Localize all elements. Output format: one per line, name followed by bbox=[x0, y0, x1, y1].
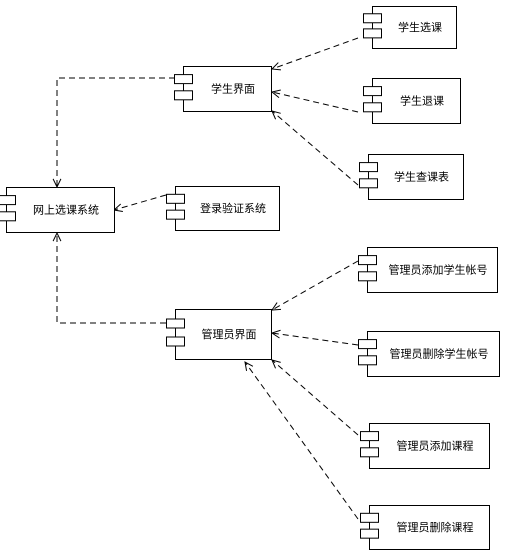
open-arrowhead bbox=[112, 203, 123, 213]
dependency-line bbox=[244, 361, 359, 520]
component-box bbox=[372, 6, 457, 49]
dependency-line bbox=[271, 332, 359, 346]
component-label: 管理员添加课程 bbox=[397, 439, 474, 453]
component-tab-icon bbox=[166, 193, 185, 204]
component-wangshang-xuanke-xitong: 网上选课系统 bbox=[0, 187, 115, 233]
dependency-line bbox=[56, 233, 166, 324]
component-box bbox=[367, 331, 500, 377]
dependency-guanliyuan-shanchu-kecheng-to-guanliyuan-jiemian bbox=[244, 361, 359, 520]
dependency-line bbox=[271, 359, 359, 436]
dependency-guanliyuan-shanchu-xuesheng-to-guanliyuan-jiemian bbox=[270, 329, 359, 346]
component-xuesheng-jiemian: 学生界面 bbox=[174, 66, 272, 112]
component-guanliyuan-shanchu-xuesheng: 管理员删除学生帐号 bbox=[358, 331, 500, 377]
component-box bbox=[369, 505, 490, 550]
component-nodes: 学生选课学生界面学生退课学生查课表网上选课系统登录验证系统管理员添加学生帐号管理… bbox=[0, 6, 500, 550]
component-label: 登录验证系统 bbox=[200, 201, 266, 215]
component-box bbox=[183, 66, 272, 112]
component-tab-icon bbox=[166, 209, 185, 220]
component-tab-icon bbox=[360, 528, 379, 539]
component-label: 学生界面 bbox=[211, 82, 255, 96]
dependency-xuesheng-xuanke-to-xuesheng-jiemian bbox=[270, 37, 359, 71]
component-xuesheng-tuike: 学生退课 bbox=[363, 78, 461, 124]
component-box bbox=[368, 154, 464, 200]
dependency-line bbox=[271, 110, 359, 186]
component-tab-icon bbox=[359, 162, 378, 173]
component-tab-icon bbox=[358, 339, 377, 350]
component-label: 学生退课 bbox=[400, 94, 444, 108]
dependency-guanliyuan-jiemian-to-wangshang-xuanke-xitong bbox=[52, 231, 166, 324]
component-guanliyuan-jiemian: 管理员界面 bbox=[166, 309, 272, 360]
component-denglu-yanzheng-xitong: 登录验证系统 bbox=[166, 186, 280, 231]
component-tab-icon bbox=[0, 211, 16, 222]
dependency-xuesheng-chakebiao-to-xuesheng-jiemian bbox=[271, 110, 359, 186]
component-label: 管理员删除课程 bbox=[397, 520, 474, 534]
component-label: 管理员添加学生帐号 bbox=[389, 263, 488, 277]
component-tab-icon bbox=[0, 195, 16, 206]
dependency-edges bbox=[52, 37, 359, 520]
component-box bbox=[175, 186, 280, 231]
dependency-line bbox=[271, 260, 359, 311]
component-label: 学生选课 bbox=[398, 20, 442, 34]
dependency-line bbox=[271, 37, 359, 70]
component-tab-icon bbox=[359, 178, 378, 189]
component-tab-icon bbox=[363, 86, 382, 97]
component-tab-icon bbox=[358, 255, 377, 266]
dependency-xuesheng-tuike-to-xuesheng-jiemian bbox=[270, 89, 359, 113]
component-tab-icon bbox=[358, 271, 377, 282]
component-tab-icon bbox=[166, 336, 185, 347]
component-box bbox=[367, 247, 498, 293]
dependency-line bbox=[56, 77, 175, 187]
component-xuesheng-chakebiao: 学生查课表 bbox=[359, 154, 464, 200]
component-xuesheng-xuanke: 学生选课 bbox=[363, 6, 457, 49]
component-tab-icon bbox=[174, 90, 193, 101]
component-tab-icon bbox=[360, 431, 379, 442]
component-tab-icon bbox=[174, 74, 193, 85]
open-arrowhead bbox=[270, 329, 281, 339]
component-tab-icon bbox=[358, 355, 377, 366]
dependency-line bbox=[113, 194, 167, 211]
component-label: 管理员界面 bbox=[202, 327, 257, 341]
dependency-xuesheng-jiemian-to-wangshang-xuanke-xitong bbox=[52, 77, 175, 189]
component-label: 网上选课系统 bbox=[33, 204, 99, 217]
component-tab-icon bbox=[360, 447, 379, 458]
component-tab-icon bbox=[363, 28, 382, 39]
component-tab-icon bbox=[166, 318, 185, 329]
component-box bbox=[369, 423, 490, 469]
dependency-guanliyuan-tianjia-xuesheng-to-guanliyuan-jiemian bbox=[271, 260, 359, 311]
dependency-line bbox=[271, 91, 359, 113]
component-tab-icon bbox=[360, 512, 379, 523]
dependency-denglu-yanzheng-xitong-to-wangshang-xuanke-xitong bbox=[112, 194, 167, 213]
open-arrowhead bbox=[271, 302, 282, 311]
component-guanliyuan-tianjia-kecheng: 管理员添加课程 bbox=[360, 423, 490, 469]
dependency-guanliyuan-tianjia-kecheng-to-guanliyuan-jiemian bbox=[271, 359, 359, 436]
component-guanliyuan-tianjia-xuesheng: 管理员添加学生帐号 bbox=[358, 247, 498, 293]
component-box bbox=[6, 187, 115, 233]
component-box bbox=[372, 78, 461, 124]
component-tab-icon bbox=[363, 13, 382, 24]
component-label: 学生查课表 bbox=[394, 170, 449, 184]
component-box bbox=[175, 309, 272, 360]
component-guanliyuan-shanchu-kecheng: 管理员删除课程 bbox=[360, 505, 490, 550]
component-label: 管理员删除学生帐号 bbox=[390, 347, 489, 361]
component-tab-icon bbox=[363, 102, 382, 113]
open-arrowhead bbox=[244, 361, 254, 371]
